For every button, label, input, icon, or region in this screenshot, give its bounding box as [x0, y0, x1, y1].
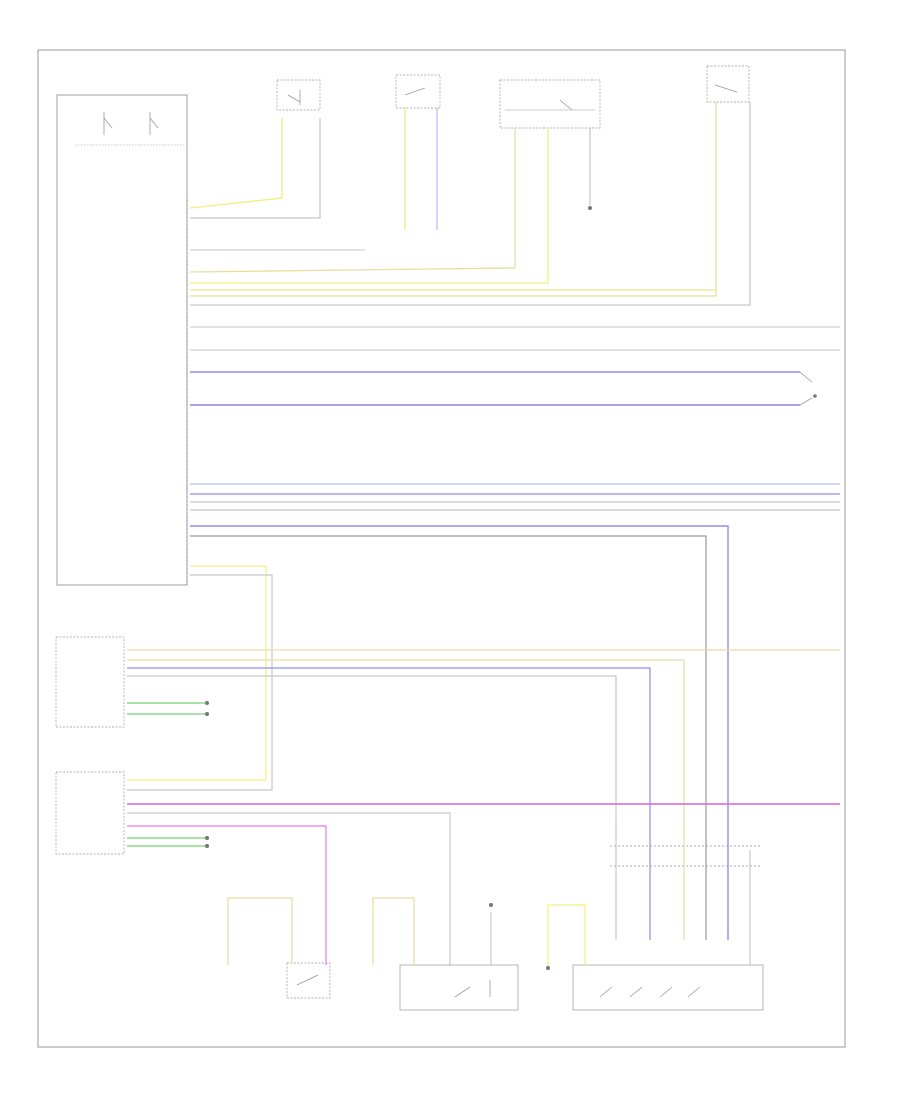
- fuse-right: [149, 112, 159, 135]
- top-switch-3: [499, 79, 601, 129]
- bottom-connector-row: [610, 845, 760, 867]
- top-switch-4: [706, 65, 750, 103]
- ground-icon: [588, 128, 592, 210]
- ground-icon: [205, 701, 209, 705]
- top-switch-2: [395, 74, 441, 109]
- fuse-left: [103, 112, 113, 135]
- lower-left-module: [55, 771, 125, 855]
- bottom-switch-2: [372, 897, 519, 1011]
- ground-icon: [546, 966, 550, 970]
- bottom-switch-1: [227, 897, 331, 999]
- ground-icon: [205, 844, 209, 848]
- wire-bundle: [127, 249, 840, 940]
- left-module-wires: [127, 649, 840, 940]
- left-module: [55, 636, 125, 728]
- lower-left-wires: [127, 803, 840, 965]
- ground-icon: [205, 836, 209, 840]
- ground-icon: [205, 712, 209, 716]
- diagram-frame: [37, 49, 846, 1048]
- top-switch-1: [276, 79, 321, 111]
- bottom-switch-3: [547, 850, 764, 1011]
- main-module: [56, 94, 188, 586]
- right-connector: [799, 371, 817, 406]
- ground-icon: [489, 903, 493, 907]
- top-wires: [189, 102, 751, 306]
